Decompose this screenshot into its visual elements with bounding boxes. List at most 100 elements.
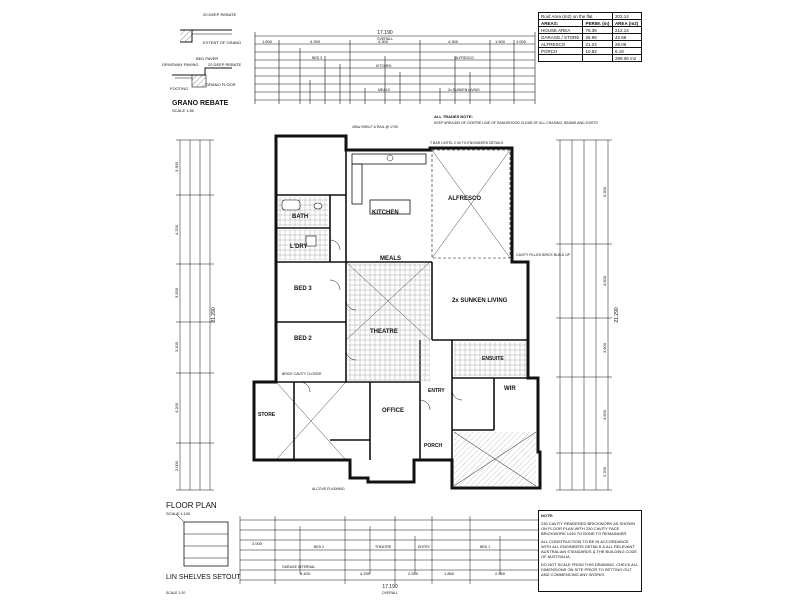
grano-rebate-detail: 20 DEEP REBATE EXTENT OF GRANO DRIVEWAY … bbox=[162, 12, 242, 113]
shelf-note: 450w SHELF & RAIL @ 1700 bbox=[352, 125, 398, 129]
table-row: ALFRESCO 21.24 28.06 bbox=[537, 40, 643, 48]
lin-shelves-title: LIN SHELVES SETOUT bbox=[166, 574, 242, 581]
left-dim-segment: 2.000 bbox=[174, 460, 179, 471]
row-area: 6.18 bbox=[611, 47, 643, 55]
bottom-overall-label: OVERALL bbox=[382, 591, 398, 595]
top-overall-label: OVERALL bbox=[377, 37, 393, 41]
alfresco-area bbox=[431, 149, 511, 259]
room-label-kitchen: KITCHEN bbox=[372, 210, 399, 216]
row-perim: 10.82 bbox=[582, 47, 613, 55]
left-dim-segment: 3.500 bbox=[174, 287, 179, 298]
room-label-bed2: BED 2 bbox=[294, 336, 312, 342]
grano-title: GRANO REBATE bbox=[172, 100, 229, 107]
grano-label: GRANO FLOOR bbox=[206, 82, 236, 87]
room-label-wir: WIR bbox=[504, 386, 516, 392]
bottom-dim-label: BED 2 bbox=[314, 545, 324, 549]
col-perim: PERIM. (m) bbox=[582, 19, 613, 27]
grano-label: EXTENT OF GRANO bbox=[203, 40, 241, 45]
right-overall-dim: 21.290 bbox=[614, 307, 620, 323]
grano-label: 20 DEEP REBATE bbox=[208, 62, 242, 67]
bottom-dim-segment: 4.290 bbox=[360, 571, 371, 576]
bottom-dim-label: ENTRY bbox=[418, 545, 430, 549]
room-label-office: OFFICE bbox=[382, 408, 404, 414]
top-dim-segment: 1.500 bbox=[262, 39, 273, 44]
lin-shelves-detail bbox=[175, 513, 229, 567]
top-dim-segment: 1.500 bbox=[495, 39, 506, 44]
table-row: HOUSE AREA 76.36 212.14 bbox=[537, 26, 643, 34]
right-dimensions bbox=[556, 139, 612, 491]
cavity-fill-note: CAVITY FILLED BRICK BUILD UP bbox=[516, 253, 571, 257]
top-dim-segment: 1.000 bbox=[516, 39, 527, 44]
top-dim-segment: 4.300 bbox=[448, 39, 459, 44]
row-name: HOUSE AREA bbox=[537, 26, 584, 34]
lin-shelves-scale: SCALE 1:20 bbox=[166, 591, 185, 595]
row-name: PORCH bbox=[537, 47, 584, 55]
right-dim-segment: 4.600 bbox=[602, 409, 607, 420]
trades-note-title: ALL TRADES NOTE: bbox=[434, 114, 473, 119]
dim-room-label: ALFRESCO bbox=[455, 56, 474, 60]
cavity-closer-note: BRICK CAVITY CLOSER bbox=[282, 372, 322, 376]
note-item: ALL CONSTRUCTION TO BE IN ACCORDANCE WIT… bbox=[541, 539, 638, 559]
row-area: 42.68 bbox=[611, 33, 643, 41]
dim-room-label: BED 3 bbox=[312, 56, 322, 60]
ensuite-tiles bbox=[454, 342, 526, 376]
floor-plan-scale: SCALE 1:100 bbox=[166, 511, 191, 516]
room-label-ensuite: ENSUITE bbox=[482, 356, 504, 362]
room-label-sunken-living: 2x SUNKEN LIVING bbox=[452, 298, 508, 304]
grano-label: BED PAVER bbox=[196, 56, 218, 61]
right-dim-segment: 3.600 bbox=[602, 342, 607, 353]
roof-area-value: 302.14 bbox=[611, 12, 643, 20]
bottom-dim-label: GARAGE INTERNAL bbox=[282, 565, 315, 569]
bottom-dim-label: THEATRE bbox=[375, 545, 392, 549]
top-overall-dim: 17.190 bbox=[377, 30, 393, 36]
room-label-theatre: THEATRE bbox=[370, 329, 398, 335]
bottom-dim-segment: 2.960 bbox=[495, 571, 506, 576]
right-dim-segment: 2.200 bbox=[602, 466, 607, 477]
total-area: 289.06 m2 bbox=[611, 54, 643, 62]
plan-notes: ALL TRADES NOTE: KEEP AREA 600 OF CENTRE… bbox=[282, 114, 598, 491]
left-dim-segment: 3.100 bbox=[174, 341, 179, 352]
note-item: 230 CAVITY RENDERED BRICKWORK AS SHOWN O… bbox=[541, 521, 635, 536]
bottom-dim-label: BED 1 bbox=[480, 545, 490, 549]
bottom-overall-dim: 17.190 bbox=[382, 584, 398, 590]
bottom-dimensions bbox=[239, 516, 541, 584]
bottom-dim-segment: 6.400 bbox=[300, 571, 311, 576]
kitchen-bench bbox=[351, 153, 427, 165]
grano-label: 20 DEEP REBATE bbox=[203, 12, 237, 17]
floor-plan-title: FLOOR PLAN bbox=[166, 501, 217, 510]
left-dimensions bbox=[176, 139, 214, 491]
room-label-store: STORE bbox=[258, 412, 276, 418]
dim-room-label: KITCHEN bbox=[376, 64, 392, 68]
right-dim-segment: 4.500 bbox=[602, 275, 607, 286]
room-label-laundry: L'DRY bbox=[290, 244, 308, 250]
laundry-tiles bbox=[278, 230, 328, 260]
row-name: ALFRESCO bbox=[537, 40, 584, 48]
notes-title: NOTE: bbox=[541, 513, 554, 518]
bottom-dim-segment: 1.860 bbox=[444, 571, 455, 576]
table-row: PORCH 10.82 6.18 bbox=[537, 47, 643, 55]
roof-area-label: Roof Area (m2) on the flat bbox=[538, 12, 613, 20]
room-label-bath: BATH bbox=[292, 214, 308, 220]
top-dimensions bbox=[254, 32, 536, 104]
notes-box: NOTE: 230 CAVITY RENDERED BRICKWORK AS S… bbox=[538, 510, 642, 592]
meals-theatre-tiles bbox=[348, 262, 430, 382]
row-perim: 26.98 bbox=[582, 33, 613, 41]
grano-label: DRIVEWAY PAVING bbox=[162, 62, 198, 67]
trades-note-text: KEEP AREA 600 OF CENTRE LINE OF RANGEHOO… bbox=[434, 121, 598, 125]
row-area: 212.14 bbox=[611, 26, 643, 34]
left-dim-segment: 4.200 bbox=[174, 224, 179, 235]
dim-room-label: MEALS bbox=[378, 88, 391, 92]
row-perim: 21.24 bbox=[582, 40, 613, 48]
row-name: GARAGE / STORE bbox=[537, 33, 584, 41]
top-dim-segment: 4.300 bbox=[378, 39, 389, 44]
row-perim: 76.36 bbox=[582, 26, 613, 34]
grano-label: FOOTING bbox=[170, 86, 188, 91]
table-row: GARAGE / STORE 26.98 42.68 bbox=[537, 33, 643, 41]
bath-tub bbox=[281, 199, 301, 211]
left-dim-segment: 3.300 bbox=[174, 161, 179, 172]
areas-label: AREAS: bbox=[537, 19, 584, 27]
top-dim-segment: 4.390 bbox=[310, 39, 321, 44]
floor-plan bbox=[252, 134, 542, 490]
kitchen-island bbox=[369, 199, 411, 215]
